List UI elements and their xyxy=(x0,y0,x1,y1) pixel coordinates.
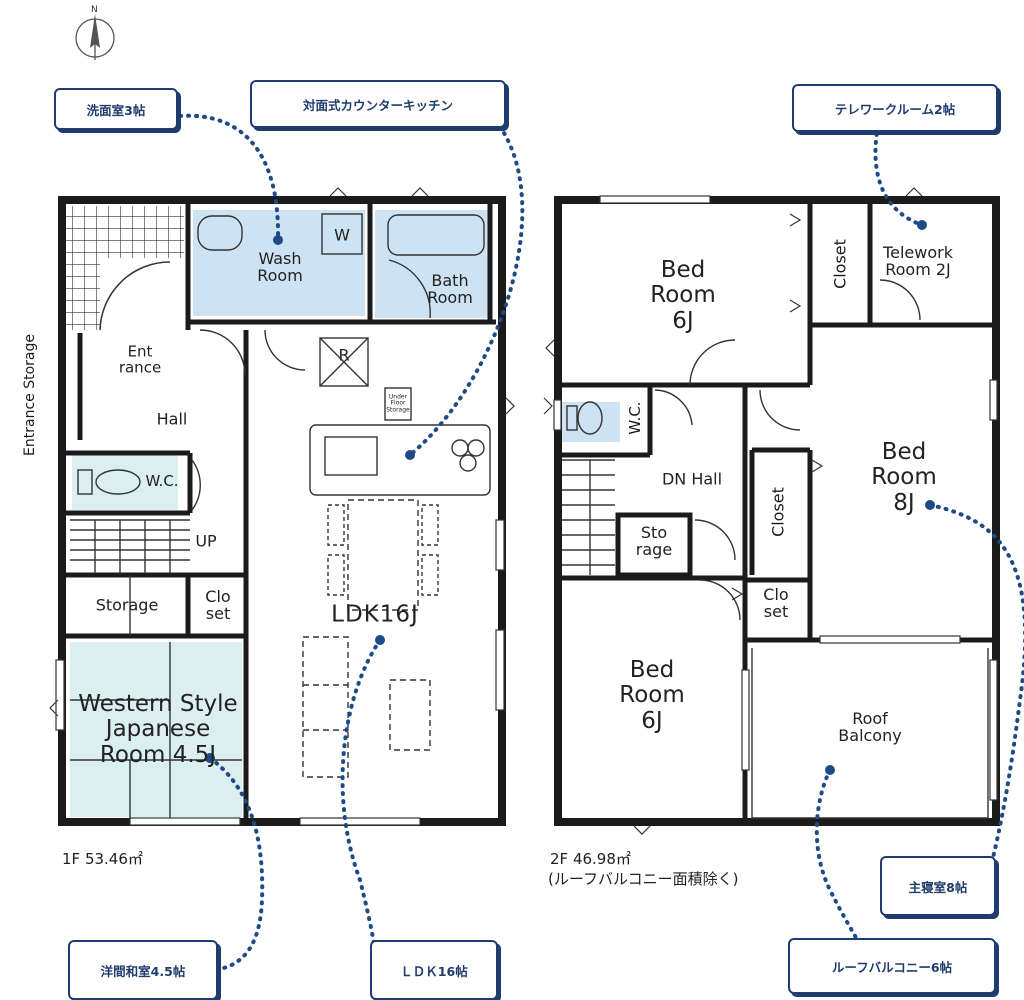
entrance-label: Ent rance xyxy=(118,342,162,376)
callout-western-japanese-room: 洋間和室4.5帖 xyxy=(68,940,218,1000)
closet-small-2f-label: Clo set xyxy=(763,585,789,621)
wc-2f-label: W.C. xyxy=(626,401,644,435)
washer-mark: W xyxy=(334,225,350,245)
second-floor xyxy=(543,187,1000,835)
wc-1f-fill xyxy=(72,455,178,510)
wash-room-label: Wash Room xyxy=(257,249,303,285)
bedroom-6j-lower-label: Bed Room 6J xyxy=(619,657,685,734)
callout-dots xyxy=(205,220,935,775)
dn-hall-label: DN Hall xyxy=(661,469,723,489)
callout-ldk: ＬＤＫ16帖 xyxy=(370,940,498,1000)
telework-room-label: Telework Room 2J xyxy=(883,243,953,279)
under-floor-storage-label: Under Floor Storage xyxy=(386,393,410,414)
north-compass xyxy=(75,14,115,60)
callout-counter-kitchen: 対面式カウンターキッチン xyxy=(250,80,506,128)
closet-upper-label: Closet xyxy=(830,239,850,289)
entrance-storage-label: Entrance Storage xyxy=(22,334,38,456)
ldk-label: LDK16J xyxy=(331,601,419,628)
bedroom-6j-upper-label: Bed Room 6J xyxy=(650,257,716,334)
first-floor-area: 1F 53.46㎡ xyxy=(62,850,143,868)
bath-room-fill xyxy=(375,210,490,318)
hall-1f-label: Hall xyxy=(156,409,188,429)
second-floor-area-note: (ルーフバルコニー面積除く) xyxy=(548,870,739,888)
callout-wash-room: 洗面室3帖 xyxy=(54,88,178,130)
master-bedroom-label: Bed Room 8J xyxy=(871,439,937,516)
callout-master-bedroom: 主寝室8帖 xyxy=(880,856,996,916)
fridge-mark: R xyxy=(338,345,350,365)
storage-1f-label: Storage xyxy=(95,595,159,615)
callout-roof-balcony: ルーフバルコニー6帖 xyxy=(788,938,996,994)
wc-1f-label: W.C. xyxy=(145,472,179,491)
closet-middle-label: Closet xyxy=(768,487,788,537)
storage-2f-label: Sto rage xyxy=(635,523,673,559)
second-floor-outer-wall xyxy=(554,196,1000,826)
second-floor-area: 2F 46.98㎡ xyxy=(550,850,631,868)
western-japanese-room-label: Western Style Japanese Room 4.5J xyxy=(78,691,238,768)
callout-leaders xyxy=(178,113,1024,972)
up-label: UP xyxy=(195,531,217,551)
first-floor xyxy=(49,187,515,826)
western-room-fill xyxy=(70,642,242,817)
north-label: N xyxy=(91,5,98,15)
bath-room-label: Bath Room xyxy=(427,271,473,307)
roof-balcony-label: Roof Balcony xyxy=(838,709,902,745)
callout-telework-room: テレワークルーム2帖 xyxy=(792,84,998,132)
first-floor-outer-wall xyxy=(58,196,506,826)
wc-2f-fill xyxy=(562,402,620,442)
closet-1f-label: Clo set xyxy=(205,587,231,623)
